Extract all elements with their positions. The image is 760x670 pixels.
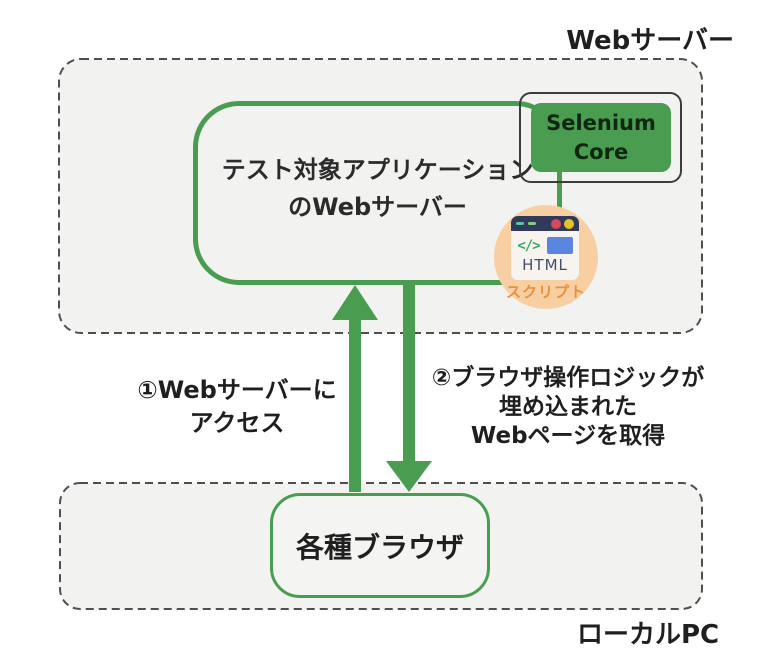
local-pc-container-label: ローカルPC — [577, 620, 720, 650]
code-tag-icon: </> — [517, 237, 540, 254]
arrow-up-label-line1: ①Webサーバーに — [137, 376, 337, 404]
titlebar-yellow-dot-icon — [564, 218, 574, 229]
web-server-container-label: Webサーバー — [566, 26, 734, 56]
browser-titlebar — [511, 216, 579, 231]
arrow-down — [386, 285, 432, 492]
titlebar-dash-icon — [516, 222, 524, 225]
titlebar-red-dot-icon — [551, 218, 561, 229]
arrow-down-label-line1: ②ブラウザ操作ロジックが — [431, 365, 705, 391]
arrow-up-label: ①Webサーバーに アクセス — [112, 374, 362, 440]
blue-content-block-icon — [546, 237, 573, 254]
selenium-core-label-line2: Core — [573, 139, 629, 164]
app-server-label-line2: のWebサーバー — [288, 193, 467, 221]
app-server-box-label: テスト対象アプリケーション のWebサーバー — [193, 152, 562, 226]
selenium-core-label-line1: Selenium — [546, 110, 656, 135]
script-caption: スクリプト — [505, 283, 586, 301]
selenium-core-box: Selenium Core — [531, 103, 671, 172]
arrow-up-label-line2: アクセス — [189, 409, 285, 437]
arrow-down-label-line2: 埋め込まれた — [499, 394, 637, 420]
titlebar-dash-icon — [528, 222, 536, 225]
html-label: HTML — [522, 256, 568, 274]
browser-body: </> HTML — [511, 231, 579, 280]
arrow-down-label-line3: Webページを取得 — [470, 423, 666, 449]
browsers-box: 各種ブラウザ — [270, 493, 490, 598]
app-server-label-line1: テスト対象アプリケーション — [221, 156, 534, 184]
arrow-down-label: ②ブラウザ操作ロジックが 埋め込まれた Webページを取得 — [428, 364, 708, 451]
browsers-box-label: 各種ブラウザ — [295, 530, 464, 564]
selenium-core-outline — [519, 92, 682, 183]
arrow-up — [332, 285, 378, 492]
browser-window-icon: </> HTML — [511, 216, 579, 280]
app-server-box — [193, 101, 562, 285]
